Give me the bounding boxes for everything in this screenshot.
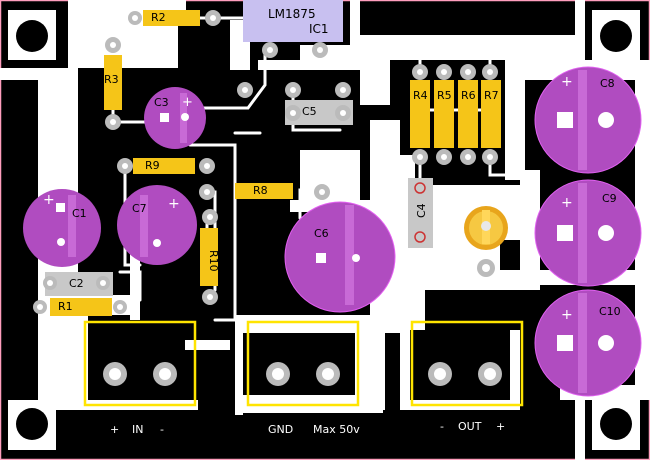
label-ic-name: LM1875 (268, 7, 316, 21)
label-r8: R8 (253, 184, 268, 197)
electrolytic-caps (23, 66, 642, 397)
label-r6: R6 (461, 89, 476, 102)
r3-body (104, 55, 122, 110)
label-c3: C3 (154, 96, 169, 109)
out-minus-label: - (440, 420, 444, 433)
c10-plus-mark: + (561, 307, 573, 323)
c3-plus-mark: + (182, 95, 193, 110)
label-r7: R7 (484, 89, 499, 102)
label-c8: C8 (600, 77, 615, 90)
c8-plus-mark: + (561, 74, 573, 90)
r8-body (235, 183, 293, 199)
terminal-out (410, 320, 524, 407)
label-c7: C7 (132, 202, 147, 215)
c6-body (284, 201, 396, 313)
c10-body (534, 289, 642, 397)
r2-body (143, 10, 200, 26)
out-label: OUT (458, 420, 482, 433)
label-c4: C4 (415, 203, 428, 218)
c8-body (534, 66, 642, 174)
label-c2: C2 (69, 277, 84, 290)
r5-body (434, 80, 454, 148)
ic1-body (243, 0, 343, 42)
c1-body (23, 189, 101, 267)
c1-plus-mark: + (43, 192, 55, 208)
terminal-blocks (83, 320, 524, 407)
label-c1: C1 (72, 207, 87, 220)
c7-plus-mark: + (168, 196, 180, 212)
gnd-label: GND (268, 423, 294, 436)
r10-body (200, 228, 218, 286)
c3-body (144, 87, 206, 149)
in-minus-label: - (160, 423, 164, 436)
c9-body (534, 179, 642, 287)
label-rh1: RH1 (450, 253, 473, 266)
r1-body (50, 298, 112, 316)
r4-body (410, 80, 430, 148)
mounting-holes (8, 10, 640, 450)
c4-body (408, 178, 433, 248)
label-ic-ref: IC1 (309, 22, 329, 36)
pads (33, 10, 614, 386)
label-c5: C5 (302, 105, 317, 118)
in-label: IN (132, 423, 144, 436)
in-plus-label: + (110, 423, 120, 436)
label-c6: C6 (314, 227, 329, 240)
label-r5: R5 (437, 89, 452, 102)
max-voltage-label: Max 50v (313, 423, 360, 436)
label-c10: C10 (599, 305, 621, 318)
label-r10: R10 (207, 250, 220, 272)
resistors (50, 10, 501, 316)
label-c9: C9 (602, 192, 617, 205)
terminal-power (246, 320, 360, 407)
r9-body (133, 158, 195, 174)
label-r2: R2 (151, 11, 166, 24)
r6-body (458, 80, 478, 148)
label-r1: R1 (58, 300, 73, 313)
c7-body (117, 185, 197, 265)
out-plus-label: + (496, 420, 506, 433)
terminal-in (83, 320, 197, 407)
r7-body (481, 80, 501, 148)
label-r3: R3 (104, 73, 119, 86)
label-r4: R4 (413, 89, 428, 102)
c9-plus-mark: + (561, 195, 573, 211)
label-r9: R9 (145, 159, 160, 172)
